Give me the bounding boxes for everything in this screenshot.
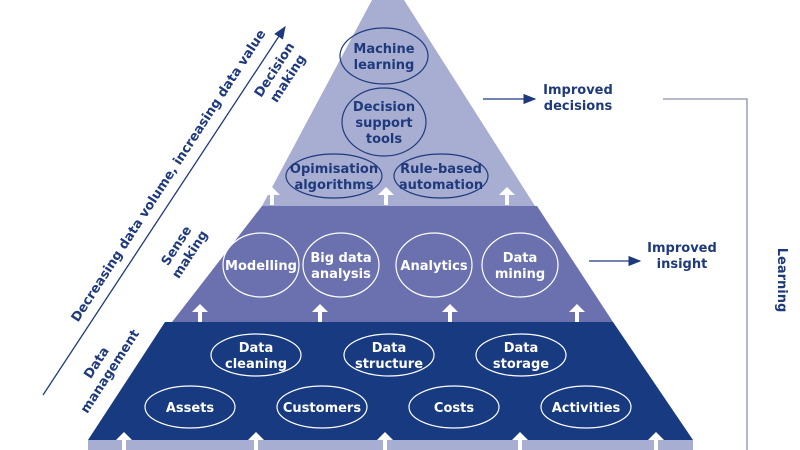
concept-bottom-4: Customers: [276, 385, 368, 429]
ellipse-outline: [408, 385, 500, 429]
up-arrow-icon: [648, 432, 664, 450]
ellipse-outline: [393, 153, 489, 199]
concept-label: Customers: [283, 401, 361, 416]
concept-label: Costs: [434, 401, 474, 416]
ellipse-outline: [222, 232, 300, 298]
up-arrow-icon: [512, 432, 528, 450]
up-arrow-icon: [378, 187, 394, 205]
ellipse-outline: [210, 333, 302, 377]
ellipse-outline: [395, 232, 473, 298]
concept-bottom-3: Assets: [144, 385, 236, 429]
tier-label-middle: Sensemaking: [156, 219, 211, 281]
ellipse-outline: [339, 27, 429, 85]
concept-label: Assets: [166, 401, 215, 416]
concept-label: Analytics: [400, 259, 467, 274]
concept-label: Activities: [552, 401, 621, 416]
up-arrow-icon: [499, 187, 515, 205]
concept-label: Modelling: [225, 259, 297, 274]
up-arrow-icon: [442, 304, 458, 322]
learning-label: Learning: [774, 248, 789, 313]
tier-label-top: Decisionmaking: [252, 40, 312, 109]
ellipse-outline: [276, 385, 368, 429]
up-arrow-icon: [377, 432, 393, 450]
up-arrow-icon: [569, 304, 585, 322]
ellipse-outline: [302, 232, 380, 298]
ellipse-outline: [540, 385, 632, 429]
up-arrows: [116, 187, 664, 450]
concept-bottom-5: Costs: [408, 385, 500, 429]
learning-feedback-line: [663, 98, 748, 450]
up-arrow-icon: [192, 304, 208, 322]
ellipse-outline: [481, 232, 559, 298]
concept-middle-2: Analytics: [395, 232, 473, 298]
concept-bottom-6: Activities: [540, 385, 632, 429]
tier-data-management: [88, 322, 693, 440]
ellipse-outline: [475, 333, 567, 377]
up-arrow-icon: [264, 187, 280, 205]
up-arrow-icon: [312, 304, 328, 322]
up-arrow-icon: [248, 432, 264, 450]
ellipse-outline: [343, 333, 435, 377]
ellipse-outline: [285, 153, 383, 199]
base-strip: [88, 440, 693, 450]
ellipse-outline: [341, 87, 427, 157]
concept-middle-0: Modelling: [222, 232, 300, 298]
up-arrow-icon: [116, 432, 132, 450]
ellipse-outline: [144, 385, 236, 429]
value-axis-arrow: [42, 25, 286, 396]
